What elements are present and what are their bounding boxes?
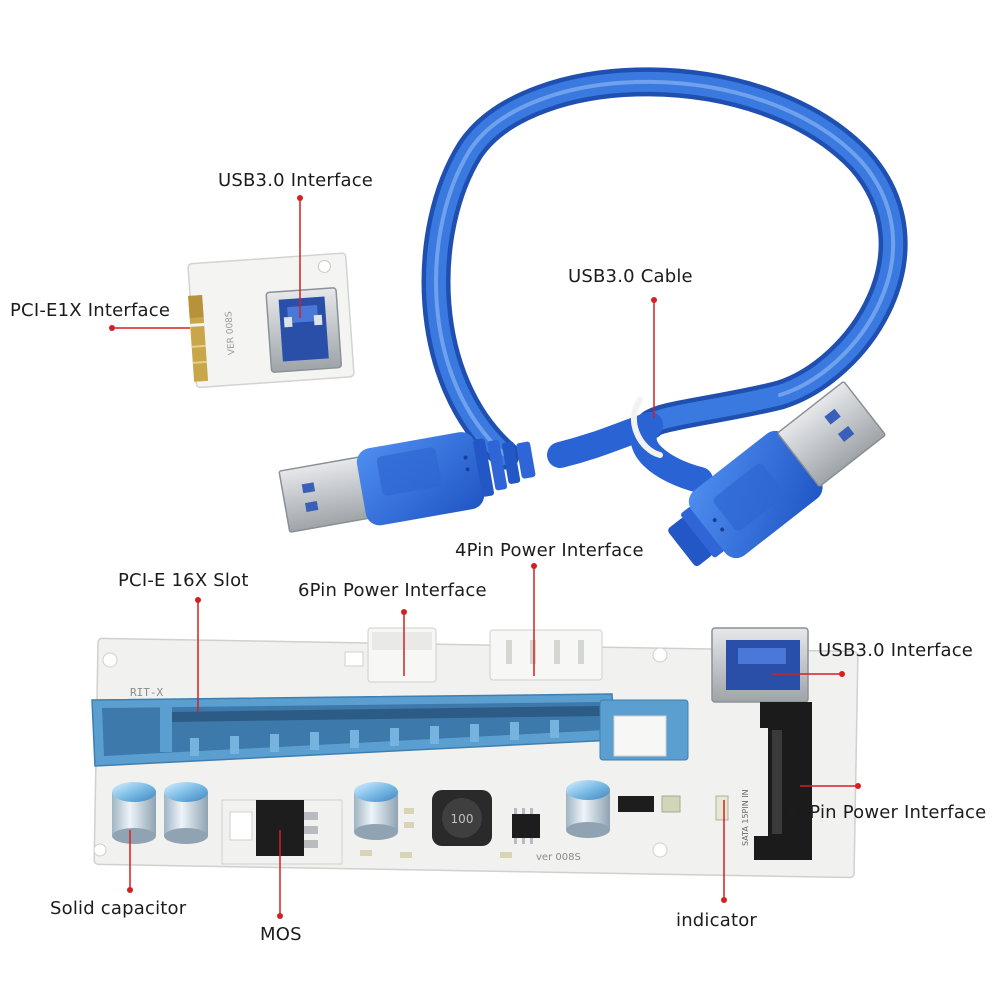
label-usb-interface-top: USB3.0 Interface	[218, 170, 374, 191]
model-text: ver 008S	[536, 852, 581, 863]
label-6pin-power: 6Pin Power Interface	[298, 580, 487, 601]
riser-board: RIT-X	[91, 627, 859, 879]
6pin-connector-icon	[367, 627, 437, 683]
label-usb-interface-right: USB3.0 Interface	[818, 640, 974, 661]
4pin-connector-icon	[489, 629, 603, 681]
label-solid-capacitor: Solid capacitor	[50, 898, 187, 919]
usb-a-plug-icon	[278, 432, 536, 533]
svg-text:VER 008S: VER 008S	[224, 311, 237, 356]
capacitor-icon-4	[566, 780, 610, 838]
label-pcie-1x: PCI-E1X Interface	[10, 300, 171, 321]
label-usb-cable: USB3.0 Cable	[568, 266, 693, 287]
label-15pin-power: 15Pin Power Interface	[786, 802, 987, 823]
ic-chip-icon	[512, 814, 540, 838]
sata-text: SATA 15PIN IN	[741, 789, 750, 846]
capacitor-icon-3	[354, 782, 398, 840]
sata-connector-icon: SATA 15PIN IN	[741, 702, 812, 860]
label-mos: MOS	[260, 924, 302, 945]
label-4pin-power: 4Pin Power Interface	[455, 540, 644, 561]
usb-a-port-icon-board	[711, 627, 809, 703]
capacitor-icon-2	[164, 782, 208, 844]
usb-a-plug-icon-right	[668, 381, 886, 567]
board-name-text: RIT-X	[130, 686, 163, 699]
usb-a-port-icon	[265, 287, 343, 373]
label-indicator: indicator	[676, 910, 758, 931]
usb-cable	[421, 67, 908, 493]
label-pcie-16x: PCI-E 16X Slot	[118, 570, 249, 591]
inductor-icon: 100	[432, 790, 492, 846]
leader-lines	[109, 195, 861, 919]
diode-icon	[618, 796, 654, 812]
pcie-slot-icon	[91, 693, 689, 767]
led-icon	[661, 795, 681, 813]
capacitor-icon	[112, 782, 156, 844]
inductor-value: 100	[451, 812, 474, 826]
gold-fingers-icon	[188, 295, 209, 382]
pcie-1x-card: VER 008S	[187, 252, 355, 389]
